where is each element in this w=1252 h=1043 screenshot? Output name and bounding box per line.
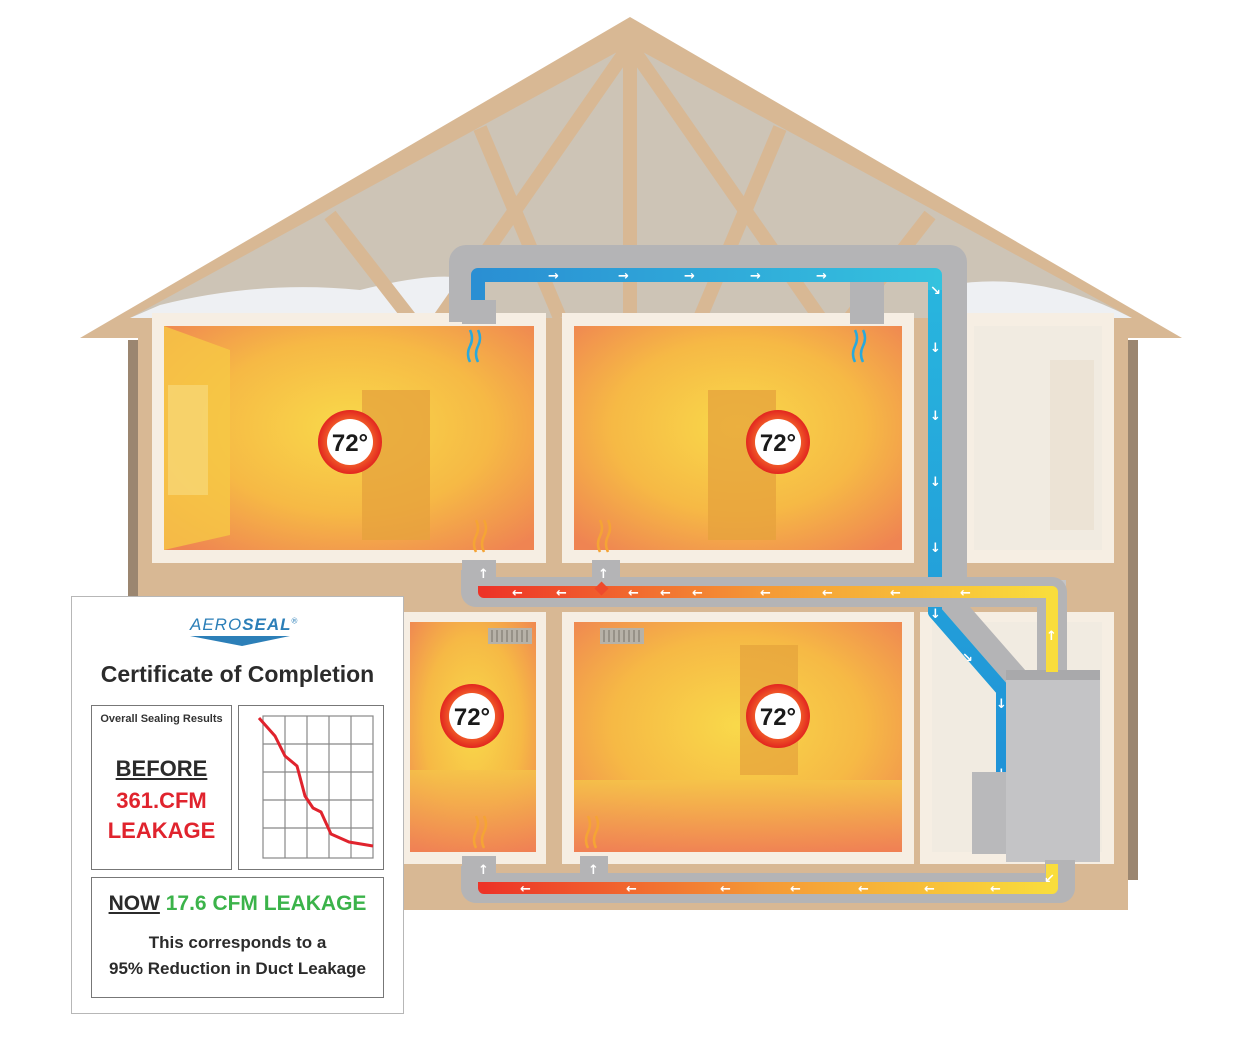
logo-wordmark: AEROSEAL® bbox=[190, 615, 298, 635]
thermostat-downstairs-left: 72° bbox=[440, 684, 504, 748]
svg-text:←: ← bbox=[660, 586, 671, 601]
svg-text:→: → bbox=[548, 269, 559, 284]
svg-text:←: ← bbox=[990, 882, 1001, 897]
logo-aero: AERO bbox=[190, 615, 243, 634]
svg-text:←: ← bbox=[512, 586, 523, 601]
supply-duct-upper: ↑ ↑ ← ← ← ← ← ← ← ← ← ↑ bbox=[461, 519, 1067, 672]
room-downstairs-middle bbox=[562, 612, 914, 864]
svg-text:↓: ↓ bbox=[930, 341, 941, 356]
room-upstairs-left bbox=[152, 313, 546, 563]
svg-text:→: → bbox=[618, 269, 629, 284]
aeroseal-logo: AEROSEAL® bbox=[190, 615, 300, 646]
svg-text:←: ← bbox=[520, 882, 531, 897]
svg-text:←: ← bbox=[890, 586, 901, 601]
thermostat-upstairs-right: 72° bbox=[746, 410, 810, 474]
svg-text:↑: ↑ bbox=[478, 567, 489, 582]
logo-swoosh-icon bbox=[190, 636, 290, 646]
svg-text:←: ← bbox=[556, 586, 567, 601]
svg-text:↓: ↓ bbox=[996, 697, 1007, 712]
svg-text:←: ← bbox=[720, 882, 731, 897]
now-value: 17.6 CFM LEAKAGE bbox=[165, 892, 367, 915]
siding-right bbox=[1128, 340, 1138, 880]
svg-text:←: ← bbox=[628, 586, 639, 601]
before-value-line2: LEAKAGE bbox=[107, 818, 216, 843]
svg-text:↓: ↓ bbox=[930, 607, 941, 622]
certificate-title: Certificate of Completion bbox=[100, 661, 375, 687]
svg-text:↘: ↘ bbox=[962, 651, 973, 666]
thermostat-reading: 72° bbox=[760, 704, 796, 731]
result-summary-panel: NOW 17.6 CFM LEAKAGE This corresponds to… bbox=[91, 877, 384, 998]
before-value: 361.CFM LEAKAGE bbox=[92, 786, 231, 846]
svg-text:←: ← bbox=[626, 882, 637, 897]
roof bbox=[80, 17, 1182, 338]
svg-text:↑: ↑ bbox=[588, 863, 599, 878]
svg-text:←: ← bbox=[790, 882, 801, 897]
svg-text:↓: ↓ bbox=[930, 541, 941, 556]
thermostat-reading: 72° bbox=[454, 704, 490, 731]
room-upstairs-far-right bbox=[962, 313, 1114, 563]
certificate-card: AEROSEAL® Certificate of Completion Over… bbox=[71, 596, 404, 1014]
thermostat-reading: 72° bbox=[332, 430, 368, 457]
svg-text:↑: ↑ bbox=[1046, 629, 1057, 644]
svg-text:↘: ↘ bbox=[930, 284, 941, 299]
reduction-statement: This corresponds to a 95% Reduction in D… bbox=[92, 930, 383, 982]
before-value-line1: 361.CFM bbox=[116, 788, 207, 813]
svg-text:←: ← bbox=[692, 586, 703, 601]
reduction-line2: 95% Reduction in Duct Leakage bbox=[109, 959, 366, 978]
logo-registered: ® bbox=[291, 616, 299, 626]
svg-text:↓: ↓ bbox=[930, 475, 941, 490]
results-panel: Overall Sealing Results BEFORE 361.CFM L… bbox=[91, 705, 232, 870]
reduction-line1: This corresponds to a bbox=[148, 933, 327, 952]
now-label: NOW bbox=[108, 892, 160, 915]
svg-text:←: ← bbox=[924, 882, 935, 897]
results-heading: Overall Sealing Results bbox=[100, 713, 223, 725]
svg-text:→: → bbox=[684, 269, 695, 284]
svg-text:←: ← bbox=[760, 586, 771, 601]
svg-text:←: ← bbox=[858, 882, 869, 897]
thermostat-upstairs-left: 72° bbox=[318, 410, 382, 474]
room-downstairs-left bbox=[400, 612, 546, 864]
svg-text:↑: ↑ bbox=[478, 863, 489, 878]
logo-seal: SEAL bbox=[242, 615, 292, 634]
furnace bbox=[972, 580, 1100, 862]
now-line: NOW 17.6 CFM LEAKAGE bbox=[92, 892, 383, 916]
svg-text:←: ← bbox=[822, 586, 833, 601]
svg-text:↑: ↑ bbox=[598, 567, 609, 582]
svg-text:←: ← bbox=[960, 586, 971, 601]
svg-text:→: → bbox=[750, 269, 761, 284]
leakage-graph-panel bbox=[238, 705, 384, 870]
svg-text:→: → bbox=[816, 269, 827, 284]
thermostat-reading: 72° bbox=[760, 430, 796, 457]
leakage-graph-icon bbox=[257, 715, 374, 859]
room-upstairs-right bbox=[562, 313, 914, 563]
supply-duct-lower: ↑ ↑ ← ← ← ← ← ← ← ↙ bbox=[461, 815, 1075, 903]
svg-text:↙: ↙ bbox=[1044, 872, 1055, 887]
thermostat-downstairs-right: 72° bbox=[746, 684, 810, 748]
before-label: BEFORE bbox=[115, 756, 208, 781]
svg-text:↓: ↓ bbox=[930, 409, 941, 424]
